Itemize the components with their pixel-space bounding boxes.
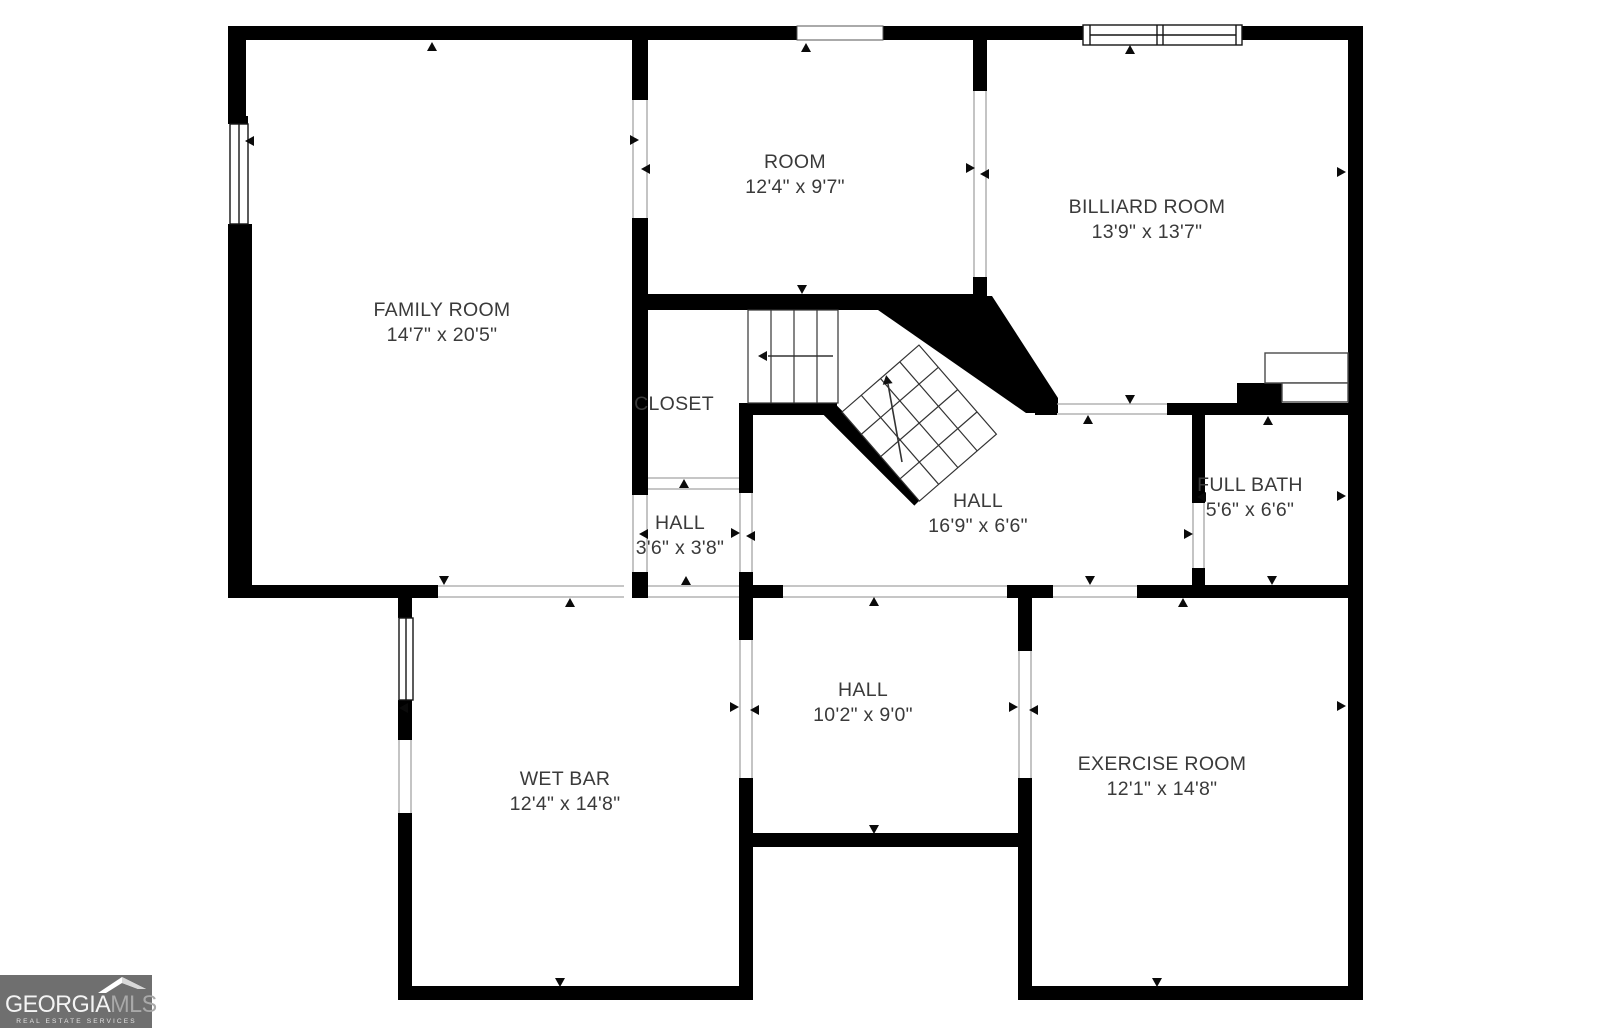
room-label-hall-small: HALL 3'6" x 3'8" bbox=[635, 512, 725, 559]
room-label-hall-lower: HALL 10'2" x 9'0" bbox=[813, 679, 913, 726]
logo-brand: GEORGIAMLS bbox=[5, 991, 157, 1018]
logo-text-mls: MLS bbox=[110, 991, 157, 1018]
room-label-full-bath: FULL BATH 5'6" x 6'6" bbox=[1197, 474, 1303, 521]
room-label-room: ROOM 12'4" x 9'7" bbox=[745, 151, 845, 198]
georgia-mls-logo: GEORGIAMLS REAL ESTATE SERVICES bbox=[0, 975, 157, 1028]
room-label-hall-main: HALL 16'9" x 6'6" bbox=[928, 490, 1028, 537]
windows bbox=[229, 24, 1243, 701]
walls bbox=[228, 26, 1363, 1000]
logo-tagline: REAL ESTATE SERVICES bbox=[16, 1018, 137, 1025]
roof-icon bbox=[98, 977, 146, 993]
logo-text-georgia: GEORGIA bbox=[5, 991, 111, 1018]
staircase-straight bbox=[747, 309, 839, 404]
room-label-exercise-room: EXERCISE ROOM 12'1" x 14'8" bbox=[1077, 753, 1247, 800]
staircase-winder bbox=[841, 344, 998, 502]
room-label-wet-bar: WET BAR 12'4" x 14'8" bbox=[509, 768, 621, 815]
billiard-counter bbox=[1264, 352, 1349, 403]
room-label-family-room: FAMILY ROOM 14'7" x 20'5" bbox=[373, 299, 511, 346]
room-label-closet: CLOSET bbox=[634, 393, 714, 415]
room-label-billiard-room: BILLIARD ROOM 13'9" x 13'7" bbox=[1068, 196, 1226, 243]
